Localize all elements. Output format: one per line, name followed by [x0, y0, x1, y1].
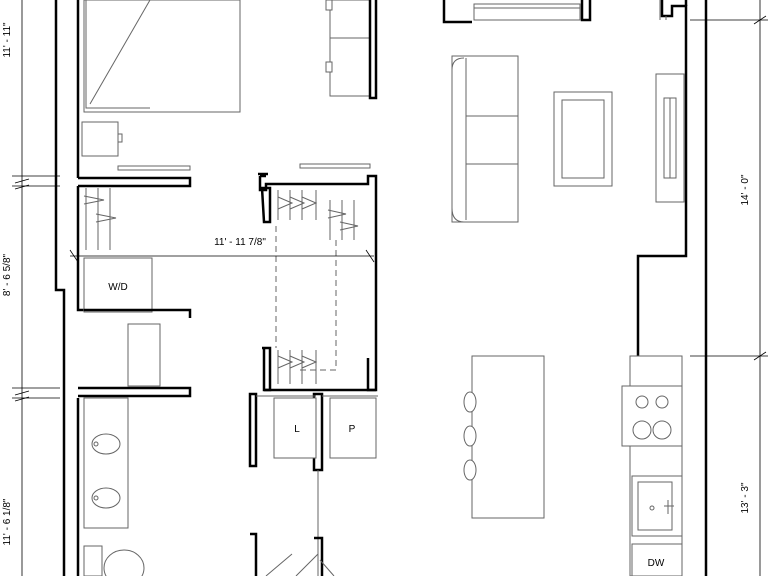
laundry-area — [78, 188, 192, 398]
sofa — [451, 55, 519, 223]
bar-stool — [463, 391, 477, 413]
label-pantry: P — [349, 424, 356, 435]
toilet — [103, 549, 145, 576]
bedroom — [78, 0, 241, 188]
walk-in-closet — [258, 163, 378, 392]
right-dimension-line — [690, 0, 768, 576]
dishwasher — [631, 543, 683, 576]
dim-right-top: 14' - 0" — [740, 174, 751, 205]
bar-stool — [463, 425, 477, 447]
washer-dryer — [83, 257, 153, 313]
dim-left-middle: 8' - 6 5/8" — [2, 253, 13, 296]
laundry-shelf — [127, 323, 161, 387]
dim-right-bottom: 13' - 3" — [740, 482, 751, 513]
kitchen — [463, 355, 683, 576]
pantry — [329, 397, 377, 459]
left-exterior-wall — [54, 0, 84, 576]
label-dishwasher: DW — [648, 558, 665, 569]
label-washer-dryer: W/D — [108, 282, 127, 293]
window-unit — [473, 3, 581, 21]
living-room — [442, 0, 685, 223]
closet-width-dimension — [69, 249, 375, 263]
sink-lower — [91, 487, 121, 509]
bar-stool — [463, 459, 477, 481]
nightstand — [81, 121, 119, 157]
label-linen: L — [294, 424, 300, 435]
dim-closet-width: 11' - 11 7/8" — [214, 237, 266, 248]
right-exterior-wall — [636, 0, 708, 576]
left-dimension-line — [12, 0, 60, 576]
bed — [83, 0, 241, 113]
kitchen-island — [471, 355, 545, 519]
hallway-bottom — [250, 532, 335, 576]
dim-left-top: 11' - 11" — [2, 22, 13, 58]
linen-closet — [273, 397, 317, 459]
dresser — [325, 0, 378, 100]
cooktop — [621, 385, 683, 447]
dim-left-bottom: 11' - 6 1/8" — [2, 498, 13, 545]
bedroom-door — [117, 165, 191, 171]
linen-pantry — [248, 392, 378, 576]
sink-upper — [91, 433, 121, 455]
bathroom — [83, 397, 145, 576]
closet-door — [299, 163, 371, 169]
